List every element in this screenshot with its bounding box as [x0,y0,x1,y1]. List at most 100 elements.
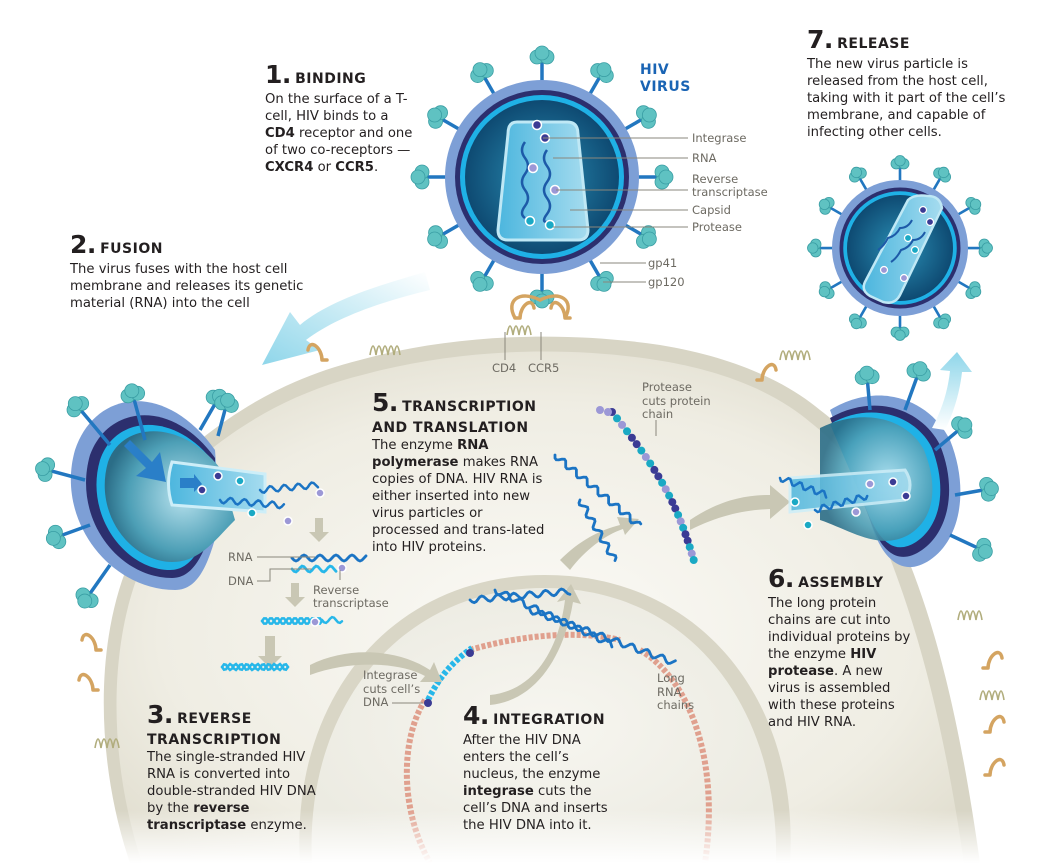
gp120-spike [854,365,880,411]
protease-cuts-line-1: Protease [642,380,692,394]
protease-cuts-line-2: cuts protein [642,393,711,408]
viral-enzyme [903,233,913,243]
long-rna-line-1: Long [657,671,685,685]
protease-cuts-line-3: chain [642,407,674,421]
gp120-spike [45,523,91,550]
protein-bead [685,543,694,552]
rna-strand [778,476,828,499]
rt-line-2: transcriptase [313,595,389,610]
cd4-receptor [755,362,778,382]
arrow-down-2 [285,583,305,607]
protein-bead [689,556,698,564]
protein-bead [637,446,646,455]
gp120-spike [621,105,657,133]
label-cd4: CD4 [492,361,517,375]
gp120-spike [35,457,86,482]
protein-bead [687,549,696,558]
gp120-spike [529,270,555,309]
protein-bead [627,433,636,442]
long-rna-line-3: chains [657,698,695,712]
step-number: 5. [372,388,398,417]
step-text: The enzyme RNA polymerase makes RNA copi… [372,438,545,555]
viral-enzyme [531,119,543,131]
gp120-spike [818,278,846,300]
step-number: 3. [147,700,173,729]
step-number: 2. [70,230,96,259]
step-5-transcription-translation: 5. Transcription and Translation The enz… [372,390,552,556]
step-title: Release [837,36,910,52]
dna-strand [320,615,344,625]
gp120-spike [66,396,112,447]
hiv-virus-diagram [410,45,674,309]
integrase-cuts-line-3: DNA [363,695,389,709]
viral-rna [520,141,530,220]
arrow-to-protein [560,517,639,570]
gp120-spike [930,302,952,330]
viral-enzyme [879,265,889,275]
gp120-spike [848,302,870,330]
protein-bead [676,517,685,526]
protein-bead [681,530,690,539]
integrase-cuts-line-1: Integrase [363,668,418,682]
protein-bead [604,408,612,416]
protein-bead [613,414,622,423]
gp120-spike [427,221,463,249]
label-integrase: Integrase [692,131,747,145]
capsid [496,120,590,242]
label-protease: Protease [692,220,742,234]
gp120-spike [954,476,999,502]
label-integrase-cuts: Integrase cuts cell’s DNA [363,668,421,710]
gp120-spike [529,45,555,84]
ccr5-coreceptor [979,690,1005,701]
cd4-receptor [983,714,1006,734]
cd4-receptor [306,342,329,362]
step-number: 1. [265,60,291,89]
gp120-spike [964,238,993,258]
viral-enzyme [918,205,928,215]
label-gp41: gp41 [648,256,678,270]
label-reverse-transcriptase-step: Reverse transcriptase [313,584,389,609]
reverse-transcriptase-enzyme [337,563,347,573]
step-title: Assembly [798,575,884,591]
step-title: Reverse [177,711,252,727]
cd4-receptor [981,650,1004,670]
viral-enzyme [899,273,909,283]
arrow-to-assembly [690,485,790,530]
nucleic-acid-strands [218,453,869,672]
integrase-cuts-line-2: cuts cell’s [363,681,421,696]
protein-bead [623,427,632,436]
viral-enzyme [925,217,935,227]
viral-rna [890,231,926,263]
gp120-spike [890,155,910,184]
protein-bead [596,406,604,414]
step-text: The virus fuses with the host cell membr… [70,262,304,311]
viral-enzyme [544,219,556,231]
arrow-to-nucleus [310,652,442,682]
cd4-receptor [983,757,1006,777]
gp120-spike [75,563,112,609]
gp120-spike [120,383,147,441]
viral-enzyme [527,162,539,174]
step-title-line-2: and Translation [372,420,529,436]
protein-bead [661,485,670,494]
protein-bead [641,453,650,462]
protein-bead [658,478,667,487]
hiv-title-line-1: HIV [640,62,670,78]
label-rna: RNA [692,151,717,165]
viral-rna [542,149,552,224]
step-2-fusion: 2. Fusion The virus fuses with the host … [70,232,320,312]
cd4-receptor [80,632,103,652]
step-title: Transcription [402,399,537,415]
protein-bead [654,472,663,481]
rna-strand [218,496,286,510]
protein-bead [650,465,659,474]
rna-strand [813,494,869,514]
step-1-binding: 1. Binding On the surface of a T-cell, H… [265,62,415,176]
step-title: Binding [295,71,367,87]
long-rna-chain [528,608,677,665]
entering-capsid [167,460,325,526]
hiv-title-line-2: VIRUS [640,79,691,95]
cd4-receptor [77,672,100,692]
label-reverse-transcriptase-line-1: Reverse [692,172,739,186]
